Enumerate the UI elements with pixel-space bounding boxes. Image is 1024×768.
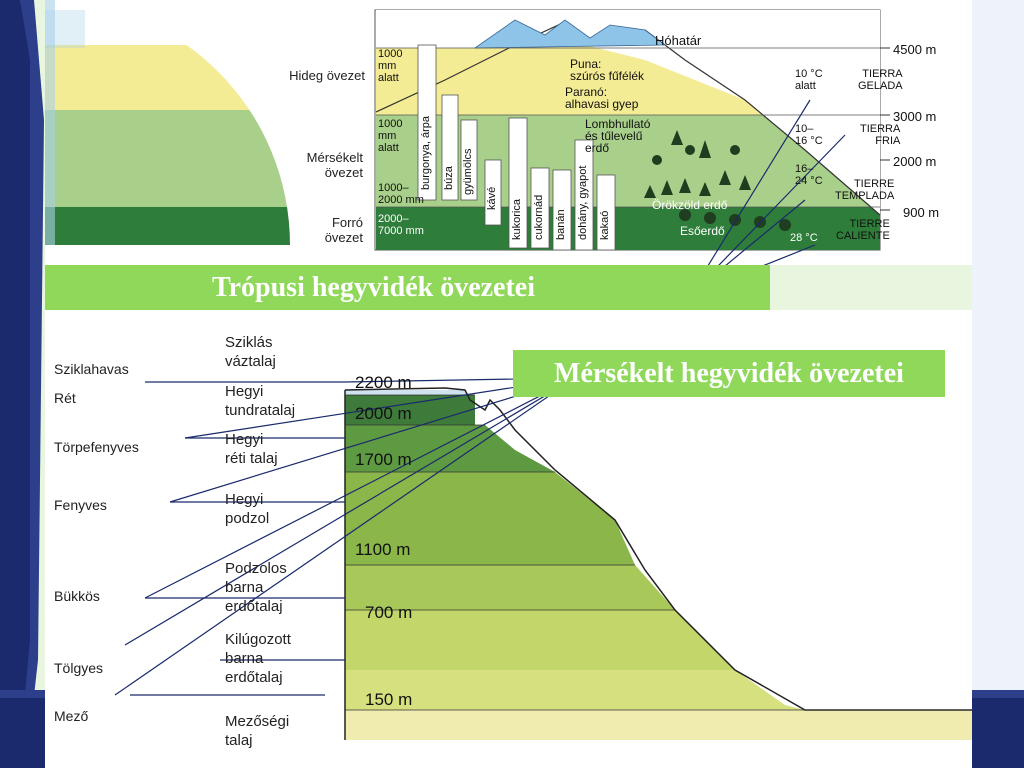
precip-label-2: 1000 mm alatt	[378, 118, 403, 154]
tropical-title-banner: Trópusi hegyvidék övezetei	[45, 265, 770, 310]
temperate-title-banner: Mérsékelt hegyvidék övezetei	[513, 350, 945, 397]
vegetation-label: Puna: szúrós fűfélék	[570, 57, 645, 83]
vegetation-label: Mező	[54, 708, 89, 724]
temp-label: 28 °C	[790, 232, 818, 244]
tierra-label: TIERRA FRIA	[860, 123, 901, 147]
crop-label: banán	[555, 209, 567, 240]
vegetation-label: Rét	[54, 390, 76, 406]
elevation-label: 1700 m	[355, 450, 412, 469]
altitude-label: 4500 m	[893, 42, 937, 57]
elevation-label: 2000 m	[355, 404, 412, 423]
crop-label: dohány, gyapot	[577, 165, 589, 240]
zone-temperate-label: Mérsékelt övezet	[306, 150, 363, 180]
precip-label-1: 1000 mm alatt	[378, 48, 403, 84]
altitude-label: 900 m	[903, 205, 940, 220]
altitude-label: 2000 m	[893, 154, 937, 169]
vegetation-label: Sziklahavas	[54, 361, 129, 377]
temperate-title: Mérsékelt hegyvidék övezetei	[554, 357, 904, 389]
vegetation-label: Lombhullató és tűlevelű erdő	[585, 117, 651, 155]
soil-label: Mezőségi talaj	[225, 713, 290, 749]
zone-cold-label: Hideg övezet	[289, 68, 365, 83]
vegetation-label: Törpefenyves	[54, 439, 139, 455]
elevation-label: 1100 m	[355, 540, 411, 559]
elevation-label: 2200 m	[355, 373, 412, 392]
precip-label-4: 2000– 7000 mm	[378, 213, 424, 237]
vegetation-label: Bükkös	[54, 588, 100, 604]
soil-label: Hegyi réti talaj	[225, 431, 278, 467]
precip-label-3: 1000– 2000 mm	[378, 182, 424, 206]
soil-label: Podzolos barna erdőtalaj	[225, 560, 287, 615]
crop-label: búza	[443, 166, 455, 190]
soil-label: Hegyi podzol	[225, 491, 270, 527]
crop-label: gyümölcs	[462, 148, 474, 195]
temp-label: 16– 24 °C	[795, 163, 823, 187]
tierra-label: TIERRE CALIENTE	[836, 218, 890, 242]
right-panel	[972, 0, 1024, 690]
crop-label: cukornád	[533, 194, 545, 240]
crop-label: kukorica	[511, 199, 523, 240]
soil-label: Kilúgozott barna erdőtalaj	[225, 631, 291, 686]
left-decoration	[0, 0, 44, 768]
altitude-label: 3000 m	[893, 109, 937, 124]
crop-label: kakaó	[599, 210, 611, 240]
vegetation-label: Esőerdő	[680, 224, 725, 238]
vegetation-label: Paranó: alhavasi gyep	[565, 85, 639, 111]
snowline-label: Hóhatár	[655, 33, 702, 48]
soil-label: Hegyi tundratalaj	[225, 383, 296, 419]
temp-label: 10 °C alatt	[795, 68, 823, 92]
temperate-diagram	[114, 377, 972, 740]
vegetation-label: Örökzöld erdő	[652, 198, 728, 212]
temp-label: 10– 16 °C	[795, 123, 823, 147]
tropical-diagram	[45, 0, 890, 265]
tierra-label: TIERRA GELADA	[858, 68, 903, 92]
crop-label: kávé	[486, 186, 498, 210]
zone-hot-label: Forró övezet	[324, 215, 363, 245]
crop-label: burgonya, árpa	[420, 116, 432, 190]
soil-label: Sziklás váztalaj	[225, 334, 276, 370]
elevation-label: 700 m	[365, 603, 413, 622]
tropical-title: Trópusi hegyvidék övezetei	[212, 271, 536, 303]
vegetation-label: Tölgyes	[54, 660, 104, 676]
vegetation-label: Fenyves	[54, 497, 107, 513]
elevation-label: 150 m	[365, 690, 413, 709]
tierra-label: TIERRE TEMPLADA	[835, 178, 895, 202]
